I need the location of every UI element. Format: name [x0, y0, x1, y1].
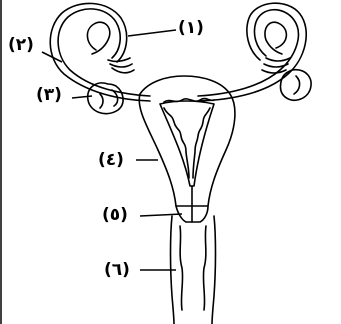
right-fimbriae: [262, 58, 290, 73]
right-ovary-detail: [294, 76, 300, 94]
leader-line-5: [140, 214, 182, 216]
label-3: (٣): [36, 85, 62, 105]
label-6: (٦): [104, 260, 130, 280]
right-ovary: [281, 70, 312, 101]
label-1: (١): [178, 18, 204, 38]
uterus-outer-wall: [139, 76, 235, 206]
left-tube-coil: [87, 22, 109, 54]
leader-line-1: [128, 30, 176, 36]
vaginal-rugae-left: [180, 226, 183, 310]
leader-line-3: [72, 96, 92, 98]
right-tube-coil: [265, 22, 286, 54]
left-ovary-detail: [100, 90, 118, 108]
left-fimbriae: [108, 58, 134, 73]
vaginal-rugae-right: [203, 226, 206, 310]
label-2: (٢): [8, 35, 34, 55]
endometrium-right: [193, 108, 210, 178]
vagina-right-wall: [212, 216, 216, 324]
label-5: (٥): [102, 205, 128, 225]
label-4: (٤): [98, 150, 124, 170]
